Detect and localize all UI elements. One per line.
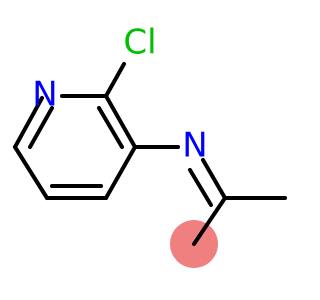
bond-n-c-imine — [201, 158, 227, 200]
bond-c6-n1 — [13, 96, 44, 149]
chlorine-label: Cl — [123, 23, 156, 63]
bond-c2-c3 — [104, 94, 137, 149]
bond-c3-c4 — [104, 145, 137, 200]
bond-n-c-imine-inner — [188, 168, 213, 207]
ring-nitrogen-label: N — [32, 75, 57, 115]
bond-c5-c6 — [13, 145, 49, 200]
bond-c-methyl-lower — [192, 196, 227, 246]
bond-c2-cl — [104, 62, 126, 98]
bond-c2-c3-inner — [97, 106, 124, 149]
structure-diagram: N Cl N — [13, 23, 287, 268]
bond-c6-n1-inner — [28, 106, 54, 149]
imine-nitrogen-label: N — [182, 126, 207, 166]
molecule-canvas: N Cl N — [13, 22, 287, 268]
